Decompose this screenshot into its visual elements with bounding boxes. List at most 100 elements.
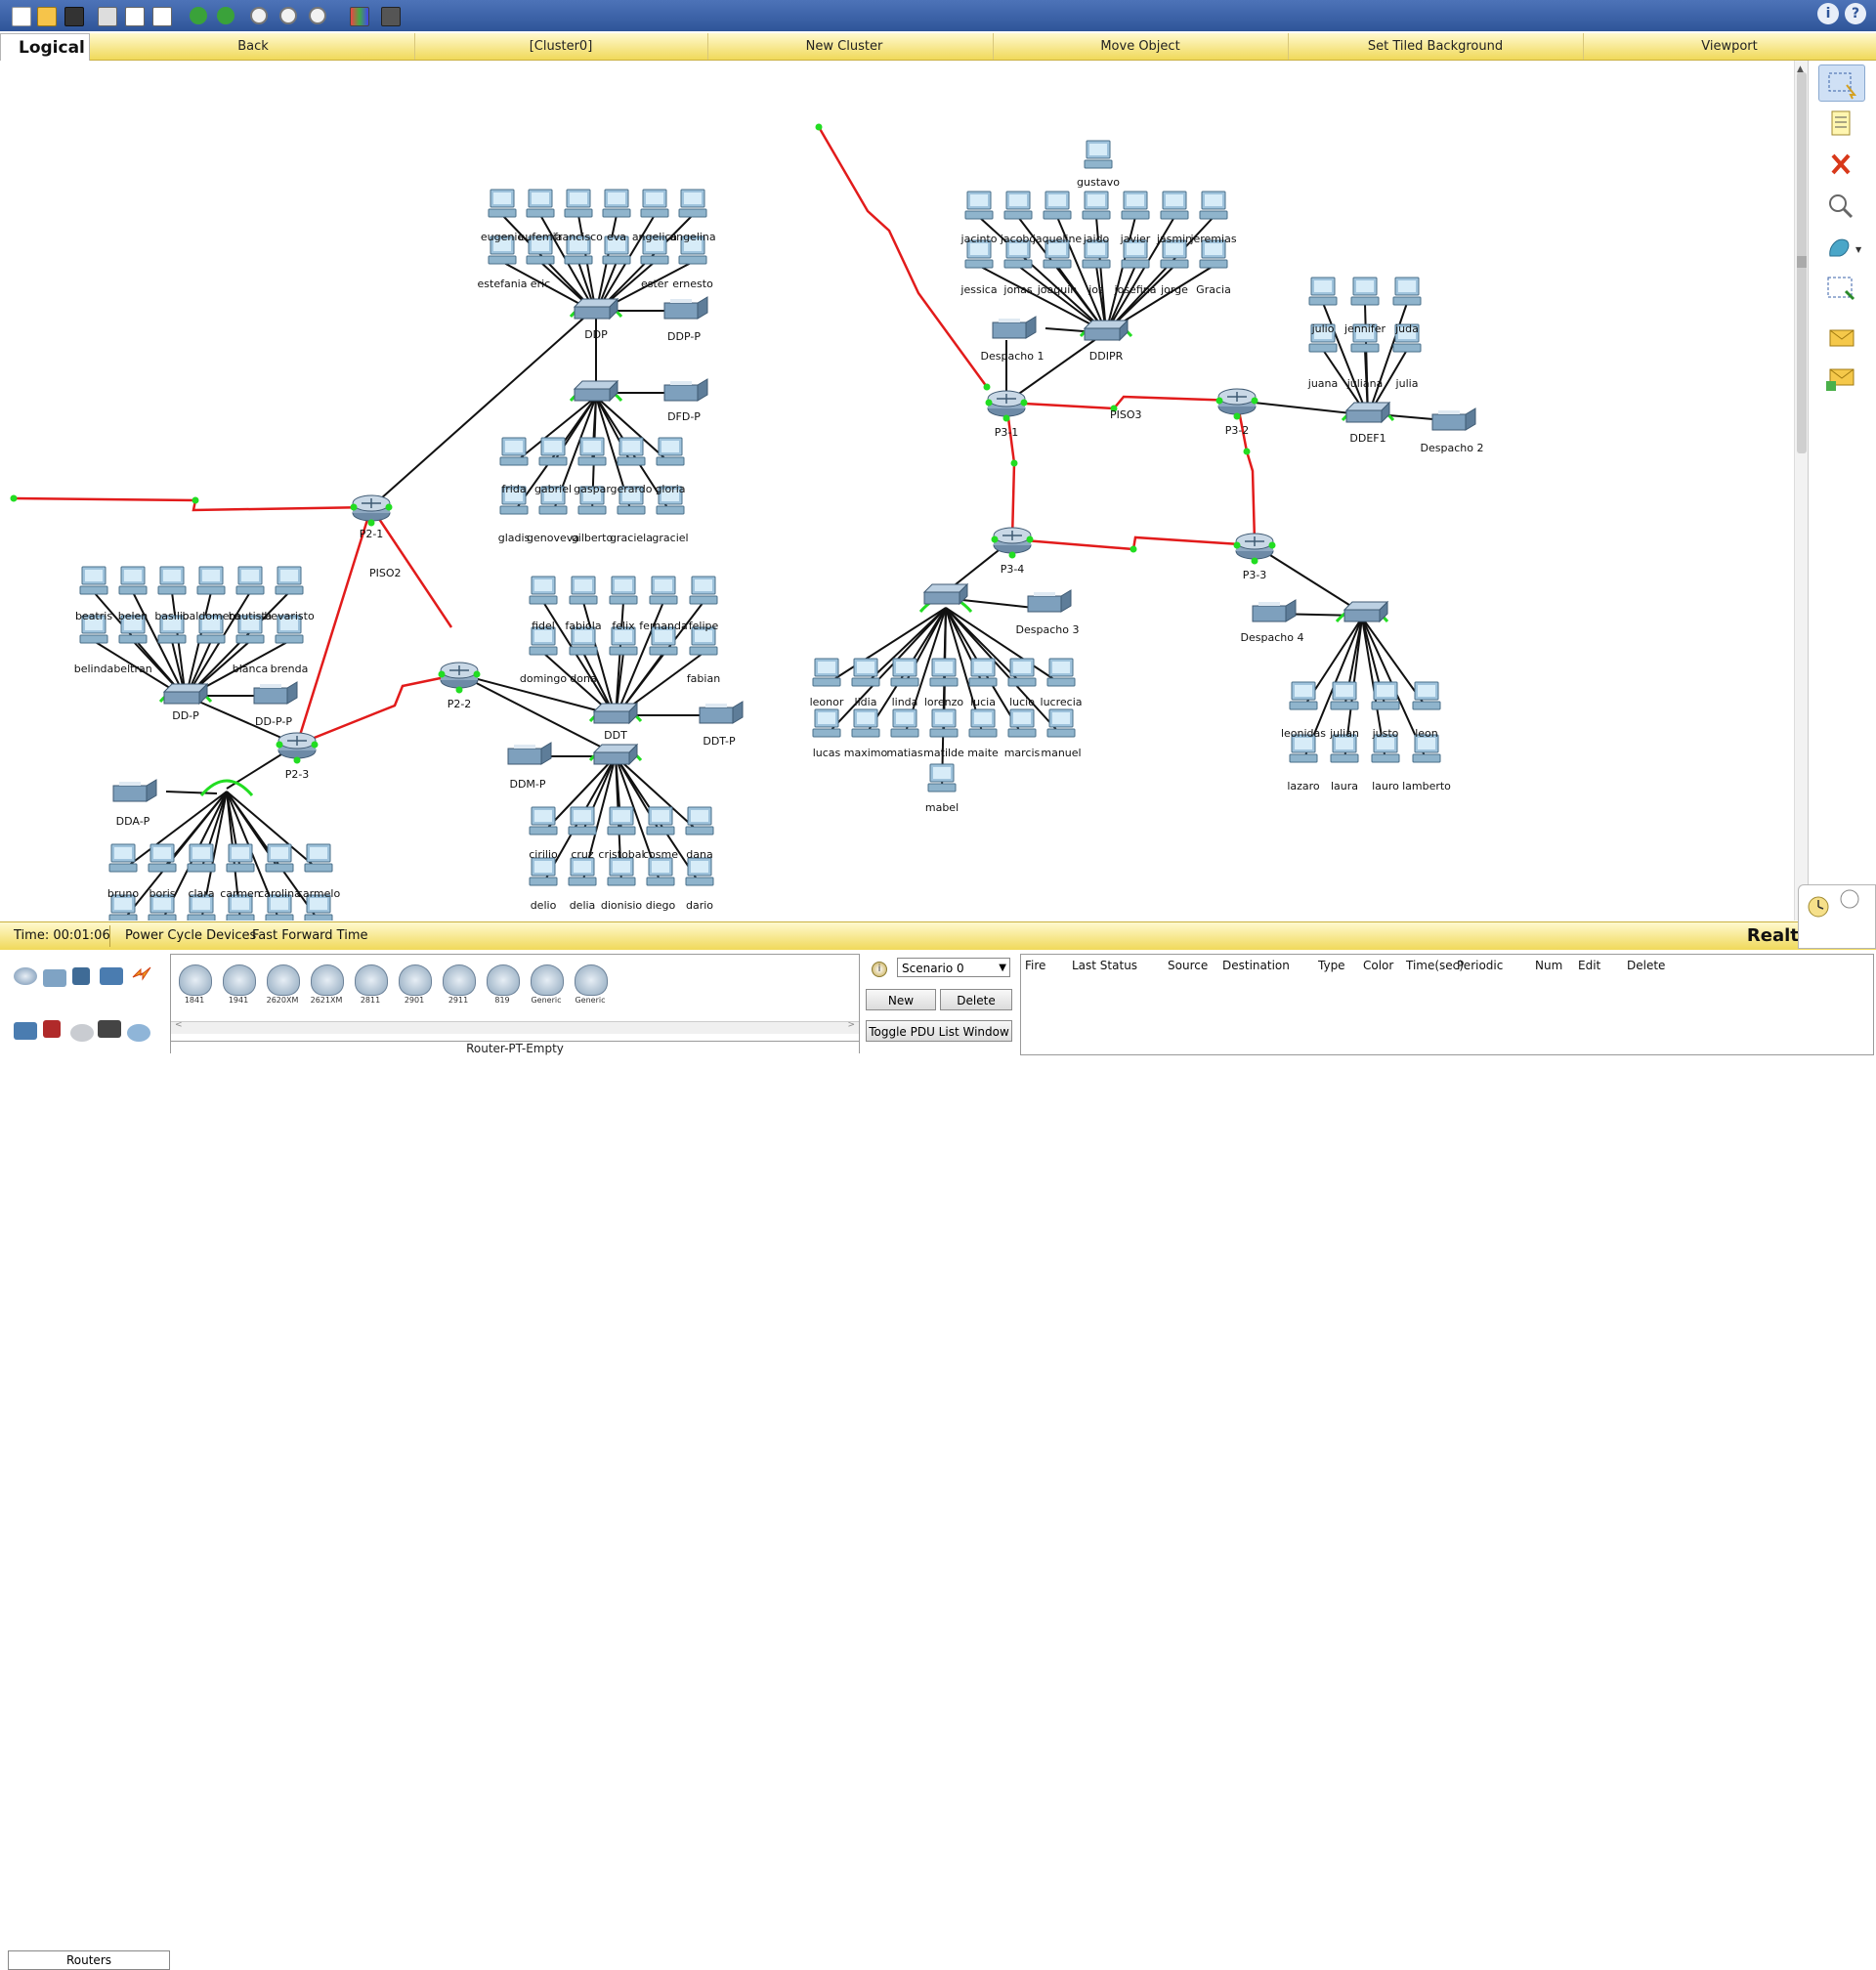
- copy-icon[interactable]: [149, 3, 174, 28]
- delete-tool[interactable]: [1818, 147, 1863, 182]
- set-tiled-background-button[interactable]: Set Tiled Background: [1288, 33, 1584, 60]
- custom-devices-category-icon[interactable]: [98, 1020, 121, 1038]
- activity-wizard-icon[interactable]: [121, 3, 147, 28]
- pc-label: jacinto: [960, 233, 998, 245]
- router-icon: [575, 964, 608, 996]
- printer-label: DDP-P: [667, 330, 701, 343]
- pc-icon: [488, 189, 517, 218]
- toggle-pdu-list-button[interactable]: Toggle PDU List Window: [866, 1020, 1012, 1042]
- printer-label: Despacho 3: [1015, 623, 1080, 636]
- link-light: [473, 670, 481, 678]
- common-tools-panel: ▼: [1808, 61, 1876, 921]
- pc-icon: [602, 189, 631, 218]
- router-model-2[interactable]: 2620XM: [263, 964, 302, 1006]
- zoom-reset-icon[interactable]: [276, 3, 301, 28]
- pc-icon: [1043, 191, 1072, 220]
- cluster-breadcrumb[interactable]: [Cluster0]: [414, 33, 708, 60]
- add-simple-pdu-tool[interactable]: [1818, 321, 1863, 356]
- security-category-icon[interactable]: [43, 1020, 61, 1038]
- viewport-button[interactable]: Viewport: [1701, 39, 1758, 54]
- pc-label: brenda: [270, 663, 309, 675]
- pc-icon: [1082, 191, 1111, 220]
- delete-scenario-button[interactable]: Delete: [940, 989, 1012, 1010]
- link-light: [367, 519, 375, 527]
- note-tool[interactable]: [1818, 106, 1863, 141]
- hubs-category-icon[interactable]: [72, 967, 90, 985]
- pc-label: blanca: [232, 663, 269, 675]
- scenario-select[interactable]: Scenario 0▼: [897, 958, 1010, 977]
- pdu-col-periodic: Periodic: [1457, 959, 1504, 972]
- custom-device-icon[interactable]: [377, 3, 403, 28]
- router-label: P2-3: [284, 768, 310, 781]
- link-p2-2-ddt: [458, 673, 617, 716]
- new-scenario-button[interactable]: New: [866, 989, 936, 1010]
- zoom-in-icon[interactable]: [246, 3, 272, 28]
- routers-category-icon[interactable]: [14, 967, 37, 985]
- inspect-tool[interactable]: [1818, 188, 1863, 223]
- open-icon[interactable]: [33, 3, 59, 28]
- pc-label: josefina: [1114, 283, 1157, 296]
- link-p3-2-ddef1: [1236, 400, 1361, 415]
- wireless-category-icon[interactable]: [100, 967, 123, 985]
- draw-shape-tool[interactable]: ▼: [1818, 229, 1863, 264]
- wan-emulation-category-icon[interactable]: [70, 1024, 94, 1042]
- connections-category-icon[interactable]: [129, 964, 152, 981]
- pc-label: graciel: [652, 532, 689, 544]
- back-button[interactable]: Back: [92, 33, 415, 60]
- router-model-0[interactable]: 1841: [175, 964, 214, 1006]
- workspace-vertical-scrollbar[interactable]: ▲: [1794, 61, 1809, 921]
- pdu-col-source: Source: [1168, 959, 1209, 972]
- router-model-1[interactable]: 1941: [219, 964, 258, 1006]
- scenario-info-icon[interactable]: i: [872, 962, 887, 977]
- pc-icon: [577, 486, 607, 515]
- router-model-8[interactable]: Generic: [527, 964, 566, 1006]
- new-icon[interactable]: [8, 3, 33, 28]
- pc-label: gloria: [655, 483, 686, 495]
- help-icon[interactable]: ?: [1845, 3, 1866, 24]
- move-object-button[interactable]: Move Object: [993, 33, 1289, 60]
- printer-icon: [1252, 599, 1297, 622]
- router-model-4[interactable]: 2811: [351, 964, 390, 1006]
- multiuser-category-icon[interactable]: [127, 1024, 150, 1042]
- new-cluster-button[interactable]: New Cluster: [696, 33, 994, 60]
- router-model-9[interactable]: Generic: [571, 964, 610, 1006]
- redo-icon[interactable]: [213, 3, 238, 28]
- router-model-7[interactable]: 819: [483, 964, 522, 1006]
- pc-label: gustavo: [1077, 176, 1120, 189]
- g-dfd-link: [595, 396, 671, 464]
- switches-category-icon[interactable]: [43, 969, 66, 987]
- zoom-out-icon[interactable]: [305, 3, 330, 28]
- pc-label: maite: [967, 747, 999, 759]
- router-model-5[interactable]: 2901: [395, 964, 434, 1006]
- router-p2-3: [277, 732, 317, 759]
- switch-label: DDEF1: [1349, 432, 1386, 445]
- device-list-scrollbar[interactable]: <>: [171, 1020, 859, 1034]
- printer-label: Despacho 1: [980, 350, 1045, 363]
- realtime-mode-tab[interactable]: [1798, 884, 1876, 949]
- pc-label: graciela: [610, 532, 653, 544]
- info-icon[interactable]: i: [1817, 3, 1839, 24]
- printer-label: DDA-P: [115, 815, 150, 828]
- resize-shape-tool[interactable]: [1818, 270, 1863, 305]
- save-icon[interactable]: [61, 3, 86, 28]
- add-complex-pdu-tool[interactable]: [1818, 360, 1863, 395]
- svg-text:▼: ▼: [1855, 245, 1862, 254]
- pc-label: bautista: [228, 610, 273, 622]
- end-devices-category-icon[interactable]: [14, 1022, 37, 1040]
- router-model-6[interactable]: 2911: [439, 964, 478, 1006]
- power-cycle-devices-button[interactable]: Power Cycle Devices: [125, 928, 257, 943]
- palette-icon[interactable]: [346, 3, 371, 28]
- select-tool[interactable]: [1818, 64, 1865, 102]
- router-model-label: 819: [494, 996, 510, 1005]
- g-dfd-link: [513, 396, 597, 464]
- undo-icon[interactable]: [186, 3, 211, 28]
- link-light: [1020, 399, 1028, 407]
- pc-icon: [1199, 239, 1228, 269]
- fast-forward-time-button[interactable]: Fast Forward Time: [252, 928, 368, 943]
- pc-label: carmen: [220, 887, 261, 900]
- print-icon[interactable]: [94, 3, 119, 28]
- pc-icon: [927, 763, 957, 792]
- pc-icon: [685, 806, 714, 835]
- router-model-3[interactable]: 2621XM: [307, 964, 346, 1006]
